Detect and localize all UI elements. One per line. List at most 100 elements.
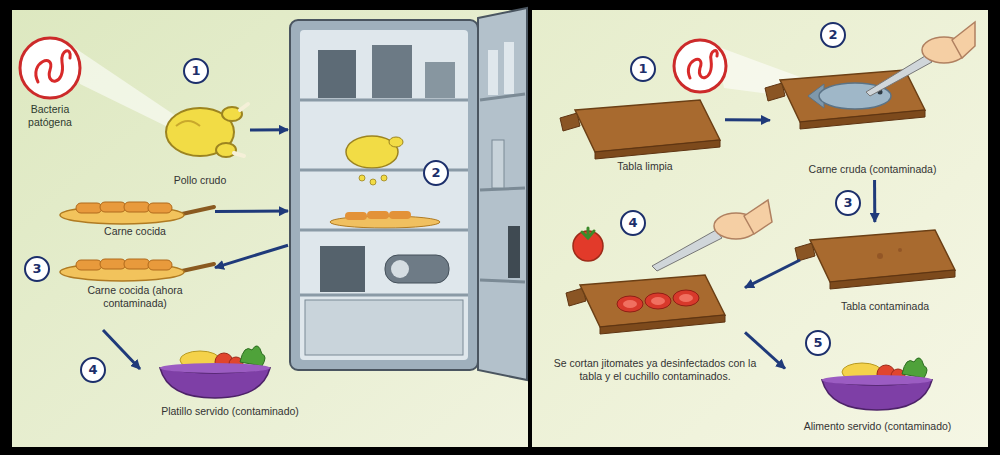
served-dish-part <box>160 363 270 373</box>
refrigerator-part <box>359 175 365 181</box>
refrigerator-part <box>370 179 376 185</box>
flow-arrow <box>103 330 140 369</box>
board-raw-meat-part <box>866 56 932 96</box>
refrigerator-part <box>318 50 356 98</box>
food-stage: 4Se cortan jitomates ya desinfectados co… <box>565 262 745 390</box>
pathogen-label: Bacteria patógena <box>15 103 85 128</box>
food-stage: 3Tabla contaminada <box>800 222 970 317</box>
board-tomatoes-part <box>617 296 643 312</box>
food-stage: 4Platillo servido (contaminado) <box>140 345 320 425</box>
refrigerator-part <box>300 30 468 360</box>
cooked-meat-plate <box>60 202 214 224</box>
board-raw-meat-part <box>800 110 925 129</box>
bacteria-lens-part <box>36 51 70 82</box>
callout-number: 3 <box>24 256 50 282</box>
refrigerator-part <box>305 300 463 355</box>
refrigerator-part <box>508 226 520 278</box>
cooked-meat-plate-part <box>148 203 172 213</box>
refrigerator-part <box>381 175 387 181</box>
contaminated-meat-plate-part <box>124 259 150 269</box>
caption: Platillo servido (contaminado) <box>140 405 320 418</box>
bacteria-lens-part <box>66 42 178 132</box>
board-tomatoes <box>566 200 772 334</box>
board-raw-meat <box>765 22 975 129</box>
cutting-board <box>560 100 720 159</box>
caption: Se cortan jitomates ya desinfectados con… <box>550 357 760 382</box>
contaminated-meat-plate-part <box>182 264 214 271</box>
callout-number: 5 <box>805 330 831 356</box>
food-stage: Carne cocida <box>55 195 215 250</box>
bacteria-lens-part <box>20 38 80 98</box>
board-tomatoes-part <box>651 297 665 305</box>
callout-number: 1 <box>183 58 209 84</box>
contaminated-board-part <box>898 248 902 252</box>
contaminated-meat-plate-part <box>148 260 172 270</box>
caption: Pollo crudo <box>150 174 250 187</box>
board-tomatoes-part <box>744 200 772 234</box>
callout-number: 2 <box>820 22 846 48</box>
food-stage: 3Carne cocida (ahora contaminada) <box>55 252 215 330</box>
raw-chicken-part <box>240 104 248 110</box>
caption: Alimento servido (contaminado) <box>785 420 970 433</box>
frame-part <box>532 10 988 447</box>
refrigerator <box>290 8 527 380</box>
contaminated-board-part <box>830 270 955 289</box>
food-stage: 2 <box>288 18 488 373</box>
caption: Carne cocida <box>55 225 215 238</box>
refrigerator-part <box>389 211 411 219</box>
refrigerator-part <box>367 211 389 219</box>
refrigerator-part <box>389 137 403 147</box>
served-dish-part <box>240 346 265 366</box>
contaminated-meat-plate <box>60 259 214 281</box>
cooked-meat-plate-part <box>76 203 102 213</box>
callout-number: 4 <box>80 357 106 383</box>
refrigerator-part <box>300 99 468 102</box>
refrigerator-part <box>391 260 409 278</box>
caption: Tabla limpia <box>565 160 725 173</box>
caption: Tabla contaminada <box>800 300 970 313</box>
served-dish-part <box>822 375 932 385</box>
refrigerator-part <box>300 294 468 297</box>
board-tomatoes-part <box>645 293 671 309</box>
cooked-meat-plate-part <box>100 202 126 212</box>
board-tomatoes-part <box>623 300 637 308</box>
refrigerator-part <box>385 255 449 283</box>
flow-arrow <box>745 260 800 288</box>
food-stage: 5Alimento servido (contaminado) <box>785 340 970 435</box>
served-dish-part <box>902 358 927 378</box>
frame-part <box>12 10 528 447</box>
callout-number: 2 <box>423 160 449 186</box>
flow-arrow <box>215 245 288 267</box>
board-tomatoes-part <box>652 230 722 271</box>
refrigerator-part <box>425 62 455 98</box>
caption: Carne cruda (contaminada) <box>770 163 975 176</box>
refrigerator-part <box>488 50 498 95</box>
refrigerator-part <box>480 94 525 100</box>
refrigerator-part <box>504 42 514 94</box>
raw-chicken-part <box>234 153 244 156</box>
flow-arrow <box>215 210 288 213</box>
food-stage: 2Carne cruda (contaminada) <box>770 60 975 180</box>
refrigerator-part <box>478 8 527 380</box>
refrigerator-part <box>300 229 468 232</box>
callout-number: 4 <box>620 210 646 236</box>
bacteria-lens-part <box>688 51 717 78</box>
flow-arrow <box>873 180 876 222</box>
flow-arrow <box>725 118 770 121</box>
contaminated-board-part <box>877 253 883 259</box>
callout-number: 3 <box>835 190 861 216</box>
board-tomatoes-part <box>582 228 594 238</box>
callout-number: 1 <box>630 56 656 82</box>
refrigerator-part <box>345 212 367 220</box>
board-raw-meat-part <box>952 22 975 58</box>
contaminated-meat-plate-part <box>76 260 102 270</box>
refrigerator-part <box>492 140 504 188</box>
contaminated-meat-plate-part <box>100 259 126 269</box>
contaminated-board <box>795 230 955 289</box>
bacteria-lens-part <box>674 40 726 92</box>
raw-chicken-part <box>216 143 236 157</box>
cutting-board-part <box>595 140 720 159</box>
